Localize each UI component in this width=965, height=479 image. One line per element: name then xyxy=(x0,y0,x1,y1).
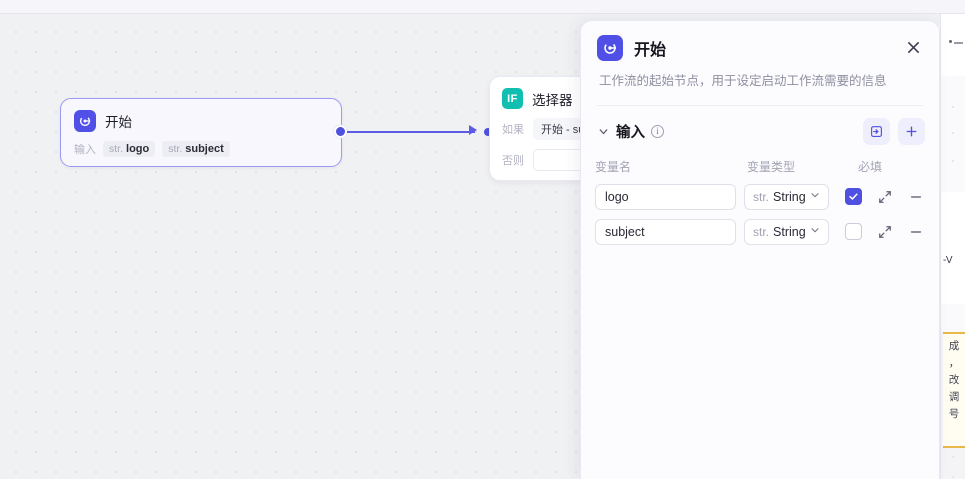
connection-arrow-icon xyxy=(469,125,477,135)
right-peek-mini-dot xyxy=(952,132,954,134)
column-header-type: 变量类型 xyxy=(747,159,796,174)
variable-chip-prefix: str. xyxy=(109,143,124,155)
right-peek-mini-dot xyxy=(952,456,954,458)
minus-icon[interactable] xyxy=(907,188,925,206)
node-selector-header: IF 选择器 xyxy=(490,77,688,109)
plus-icon[interactable] xyxy=(898,117,925,145)
panel-title-row: 开始 xyxy=(597,35,923,61)
right-peek-block xyxy=(941,76,965,192)
column-header-required: 必填 xyxy=(858,159,883,174)
node-start[interactable]: 开始 输入 str. logo str. subject xyxy=(60,98,342,167)
if-icon: IF xyxy=(502,88,523,109)
right-peek-mini-dot xyxy=(952,106,954,108)
table-header-row: 变量名 变量类型 必填 xyxy=(595,158,925,175)
table-row: str. String xyxy=(595,218,925,245)
chevron-down-icon[interactable] xyxy=(595,123,611,139)
variable-chip-name: subject xyxy=(185,143,224,155)
right-peek-mini-dot xyxy=(952,476,954,478)
close-icon[interactable] xyxy=(901,35,925,59)
variable-chip-name: logo xyxy=(126,143,150,155)
table-row: str. String xyxy=(595,183,925,210)
variable-type-value: String xyxy=(773,189,806,204)
node-selector-title: 选择器 xyxy=(532,92,573,108)
variable-type-prefix: str. xyxy=(753,224,770,239)
right-peek-tick-icon xyxy=(954,42,963,44)
required-checkbox[interactable] xyxy=(845,188,862,206)
right-peek-text: -V xyxy=(943,255,953,266)
node-start-input-label: 输入 xyxy=(74,144,96,156)
variable-chip[interactable]: str. logo xyxy=(103,141,156,157)
right-peek-block xyxy=(941,304,965,332)
right-peek-card-top xyxy=(941,14,965,76)
chevron-down-icon xyxy=(809,188,821,206)
required-checkbox[interactable] xyxy=(845,223,862,241)
panel-description: 工作流的起始节点，用于设定启动工作流需要的信息 xyxy=(599,74,887,88)
note-char: 调 xyxy=(948,391,960,403)
input-variables-table: 变量名 变量类型 必填 str. String xyxy=(581,158,939,245)
minus-icon[interactable] xyxy=(907,223,925,241)
chevron-down-icon xyxy=(809,223,821,241)
top-toolbar-strip xyxy=(0,0,965,14)
right-peek-mini-dot xyxy=(952,160,954,162)
node-start-header: 开始 xyxy=(61,99,341,132)
variable-name-input[interactable] xyxy=(595,183,736,210)
variable-chip-prefix: str. xyxy=(168,143,183,155)
input-section-header: 输入 i xyxy=(581,106,939,145)
node-selector-if-label: 如果 xyxy=(502,124,524,136)
panel-divider xyxy=(597,104,923,106)
panel-title: 开始 xyxy=(634,42,667,59)
note-char: 成 xyxy=(948,340,960,352)
panel-header: 开始 工作流的起始节点，用于设定启动工作流需要的信息 xyxy=(581,21,939,106)
variable-name-input[interactable] xyxy=(595,218,736,245)
connection-edge xyxy=(347,131,475,133)
node-start-output-port[interactable] xyxy=(334,125,347,138)
note-char: ， xyxy=(948,357,960,369)
variable-type-select[interactable]: str. String xyxy=(744,183,829,210)
variable-type-prefix: str. xyxy=(753,189,770,204)
start-flow-icon xyxy=(597,35,623,61)
column-header-name: 变量名 xyxy=(595,159,632,174)
node-selector-else-label: 否则 xyxy=(502,155,524,167)
import-variable-icon[interactable] xyxy=(863,117,890,145)
start-flow-icon xyxy=(74,110,96,132)
node-start-variables: 输入 str. logo str. subject xyxy=(61,132,341,157)
input-section-title: 输入 xyxy=(616,124,645,141)
node-start-title: 开始 xyxy=(105,115,132,130)
node-selector-input-port[interactable] xyxy=(484,128,492,136)
info-icon[interactable]: i xyxy=(651,124,664,138)
variable-chip[interactable]: str. subject xyxy=(162,141,230,157)
node-detail-panel: 开始 工作流的起始节点，用于设定启动工作流需要的信息 输入 i xyxy=(580,20,940,479)
expand-diagonal-icon[interactable] xyxy=(876,223,894,241)
variable-type-value: String xyxy=(773,224,806,239)
right-side-panel-peek[interactable]: -V 成 ， 改 调 号 xyxy=(940,14,965,479)
right-peek-dot-icon xyxy=(949,40,952,43)
variable-type-select[interactable]: str. String xyxy=(744,218,829,245)
note-char: 改 xyxy=(948,374,960,386)
note-char: 号 xyxy=(948,408,960,420)
right-peek-highlight-note: 成 ， 改 调 号 xyxy=(943,332,965,448)
expand-diagonal-icon[interactable] xyxy=(876,188,894,206)
